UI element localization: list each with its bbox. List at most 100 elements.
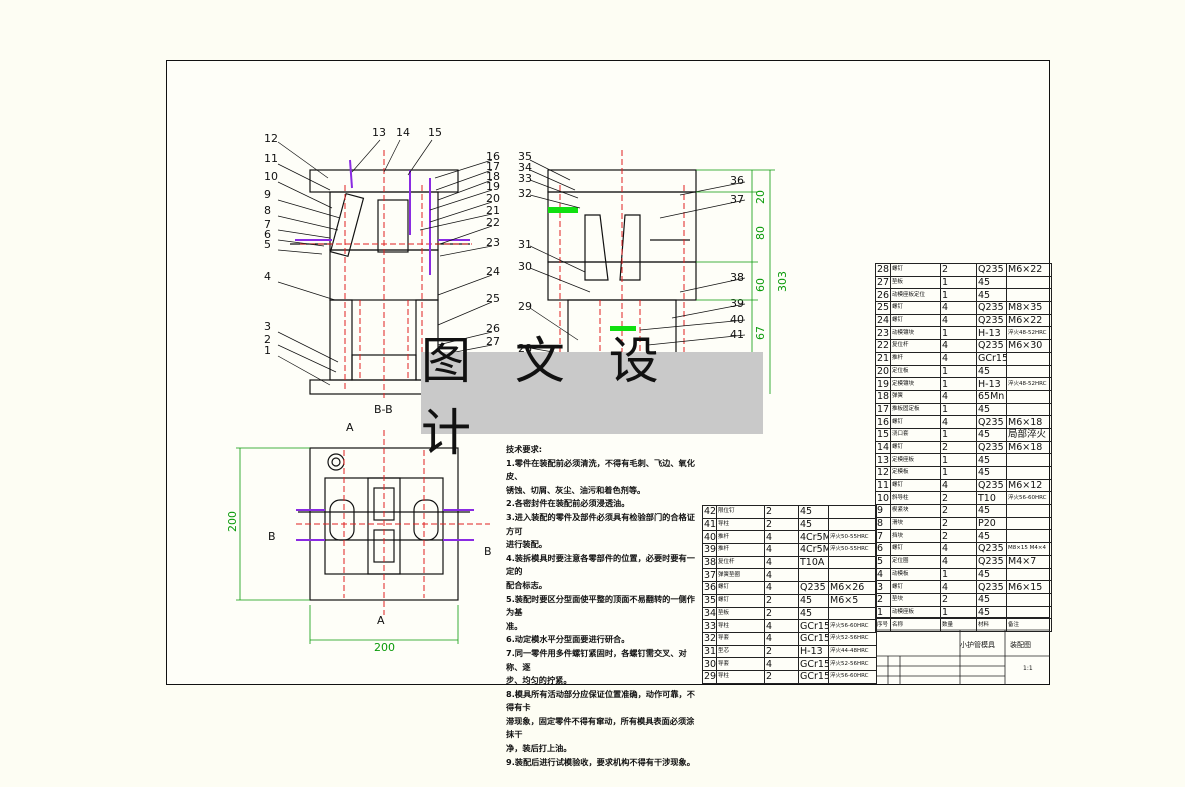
view-label-a-bottom: A xyxy=(377,614,385,627)
bom-cell: 22 xyxy=(875,339,891,353)
bom-cell: 斜导柱 xyxy=(890,491,941,506)
bom-cell: GCr15 xyxy=(798,669,829,684)
bom-cell: 2 xyxy=(764,606,799,621)
bom-cell: 弹簧 xyxy=(890,389,941,404)
bom-cell: 65Mn xyxy=(976,389,1007,404)
bom-cell: 4 xyxy=(764,568,799,583)
part-label: 1 xyxy=(264,344,271,357)
part-label: 24 xyxy=(486,265,500,278)
bom-cell: 45 xyxy=(976,427,1007,442)
bom-cell: 垫块 xyxy=(890,592,941,607)
part-label: 16 xyxy=(486,150,500,163)
bom-cell xyxy=(1006,351,1052,366)
bom-cell: 淬火52-56HRC xyxy=(828,631,877,646)
bom-cell: 推杆 xyxy=(716,530,765,545)
bom-header-cell: 备注 xyxy=(1006,618,1052,632)
bom-cell: 45 xyxy=(976,364,1007,379)
bom-cell: 螺钉 xyxy=(890,542,941,556)
bom-cell: 淬火48-52HRC xyxy=(1006,377,1052,391)
part-label: 31 xyxy=(518,238,532,251)
bom-cell: 复位杆 xyxy=(890,339,941,353)
bom-cell: 9 xyxy=(875,504,891,518)
dim-80: 80 xyxy=(754,226,767,240)
bom-cell: 复位杆 xyxy=(716,555,765,570)
bom-header-row: 序号名称数量材料备注 xyxy=(875,618,1052,632)
part-label: 2 xyxy=(264,333,271,346)
bom-cell: 动模板 xyxy=(890,567,941,582)
bom-cell: 4 xyxy=(764,530,799,545)
bom-cell: 2 xyxy=(940,440,977,455)
part-label: 7 xyxy=(264,218,271,231)
bom-cell: Q235 xyxy=(976,339,1007,353)
bom-row: 40推杆44Cr5MoSiV1淬火50-55HRC xyxy=(702,530,877,545)
part-label: 28 xyxy=(518,342,532,355)
bom-cell: 4Cr5MoSiV1 xyxy=(798,530,829,545)
note-line: 5.装配时要区分型面使平整的顶面不易翻转的一侧作为基 xyxy=(506,593,695,618)
bom-cell: GCr15 xyxy=(798,619,829,633)
dimension-lines-plan xyxy=(236,447,459,644)
bom-cell xyxy=(1006,592,1052,607)
bom-cell: 12 xyxy=(875,466,891,480)
bom-cell: 45 xyxy=(976,453,1007,467)
bom-cell: 挡块 xyxy=(890,529,941,544)
plan-view-labels: 200 200 A A B B xyxy=(226,421,492,654)
bom-cell: Q235 xyxy=(976,440,1007,455)
bom-cell: 2 xyxy=(875,592,891,607)
bom-cell: M6×22 xyxy=(1006,263,1052,277)
watermark-banner: 图 文 设 计 xyxy=(421,332,763,462)
bom-cell: 2 xyxy=(940,491,977,506)
bom-cell: 4 xyxy=(940,389,977,404)
bom-cell: 淬火48-52HRC xyxy=(1006,326,1052,341)
bom-cell: GCr15 xyxy=(976,351,1007,366)
bom-cell xyxy=(1006,364,1052,379)
bom-cell: 45 xyxy=(976,275,1007,290)
bom-cell: 4 xyxy=(764,619,799,633)
bom-cell: GCr15 xyxy=(798,631,829,646)
bom-cell: 6 xyxy=(875,542,891,556)
bom-cell: T10A xyxy=(798,555,829,570)
bom-cell: Q235 xyxy=(976,313,1007,328)
bom-cell: 26 xyxy=(875,288,891,303)
bom-cell: 45 xyxy=(798,505,829,519)
bom-cell: 螺钉 xyxy=(890,580,941,594)
bom-cell: 淬火52-56HRC xyxy=(828,657,877,671)
bom-cell: 1 xyxy=(940,427,977,442)
bom-cell: 2 xyxy=(940,263,977,277)
bom-cell: T10 xyxy=(976,491,1007,506)
bom-cell: 45 xyxy=(798,593,829,608)
part-label: 11 xyxy=(264,152,278,165)
bom-cell: M6×12 xyxy=(1006,478,1052,493)
bom-cell: 4 xyxy=(764,543,799,557)
note-line: 准。 xyxy=(506,620,523,631)
view-label-b-right: B xyxy=(484,545,492,558)
bom-cell: 31 xyxy=(702,644,717,659)
bom-cell xyxy=(828,505,877,519)
bom-cell: M6×18 xyxy=(1006,415,1052,429)
part-label: 25 xyxy=(486,292,500,305)
dimension-labels-right: 303 20 80 60 67 xyxy=(754,190,789,340)
plan-height-dim: 200 xyxy=(226,511,239,532)
bom-cell: 45 xyxy=(976,402,1007,417)
bom-cell xyxy=(828,568,877,583)
bom-cell: 32 xyxy=(702,631,717,646)
bom-cell: P20 xyxy=(976,516,1007,531)
bom-cell: 动模镶块 xyxy=(890,326,941,341)
plan-width-dim: 200 xyxy=(374,641,395,654)
bom-cell: 导柱 xyxy=(716,517,765,532)
bom-cell: 2 xyxy=(940,516,977,531)
bom-cell: 4 xyxy=(940,478,977,493)
bom-cell: 37 xyxy=(702,568,717,583)
bom-cell: 4 xyxy=(940,554,977,569)
bom-cell: 定模座板 xyxy=(890,453,941,467)
